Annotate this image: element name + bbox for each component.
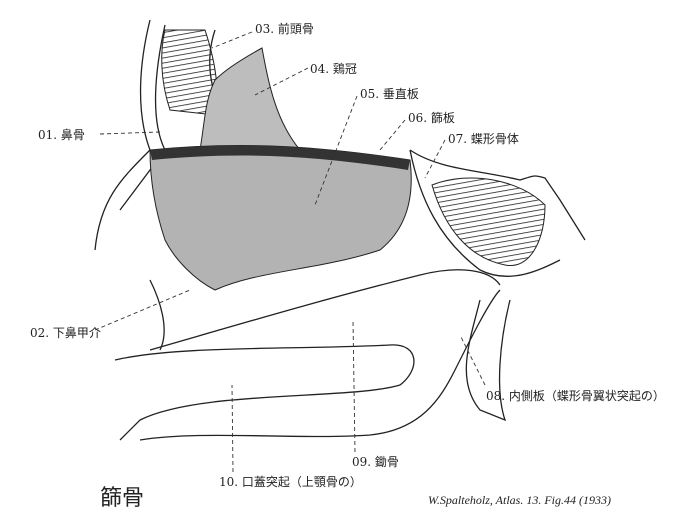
- crista-galli: [199, 47, 302, 151]
- palatine-outline: [114, 344, 415, 441]
- perpendicular-plate: [149, 144, 412, 291]
- sphenoid-sinus-hatch: [431, 177, 546, 266]
- leader-lines: [94, 31, 486, 473]
- label-medial-plate: 08. 内側板（蝶形骨翼状突起の）: [486, 389, 665, 403]
- label-nasal-bone: 01. 鼻骨: [38, 128, 85, 142]
- label-frontal-bone: 03. 前頭骨: [255, 22, 314, 36]
- frontal-bone-outline: [94, 19, 151, 251]
- nasal-bone-outline: [119, 24, 166, 211]
- label-palatine-process: 10. 口蓋突起（上顎骨の）: [219, 475, 362, 489]
- cribriform-plate: [150, 145, 410, 170]
- label-inferior-nasal-concha: 02. 下鼻甲介: [30, 326, 101, 340]
- vomer-outline: [149, 269, 501, 351]
- figure-citation: W.Spalteholz, Atlas. 13. Fig.44 (1933): [428, 493, 611, 507]
- label-cribriform-plate: 06. 篩板: [408, 111, 455, 125]
- medial-plate-outline: [465, 299, 511, 422]
- sphenoid-outline: [409, 149, 586, 277]
- label-perpendicular-plate: 05. 垂直板: [360, 87, 419, 101]
- label-sphenoid-body: 07. 蝶形骨体: [448, 132, 519, 146]
- figure-title: 篩骨: [100, 486, 145, 511]
- label-vomer: 09. 鋤骨: [352, 455, 399, 469]
- label-crista-galli: 04. 鶏冠: [310, 62, 357, 76]
